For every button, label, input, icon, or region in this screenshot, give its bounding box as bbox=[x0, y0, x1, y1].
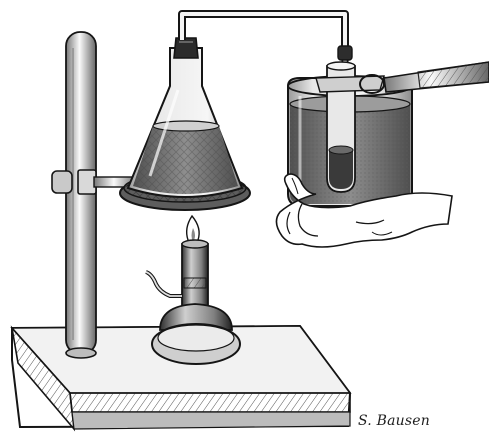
artist-signature: S. Bausen bbox=[358, 413, 430, 429]
bunsen-burner-icon bbox=[146, 240, 240, 364]
erlenmeyer-flask-icon bbox=[128, 38, 242, 197]
